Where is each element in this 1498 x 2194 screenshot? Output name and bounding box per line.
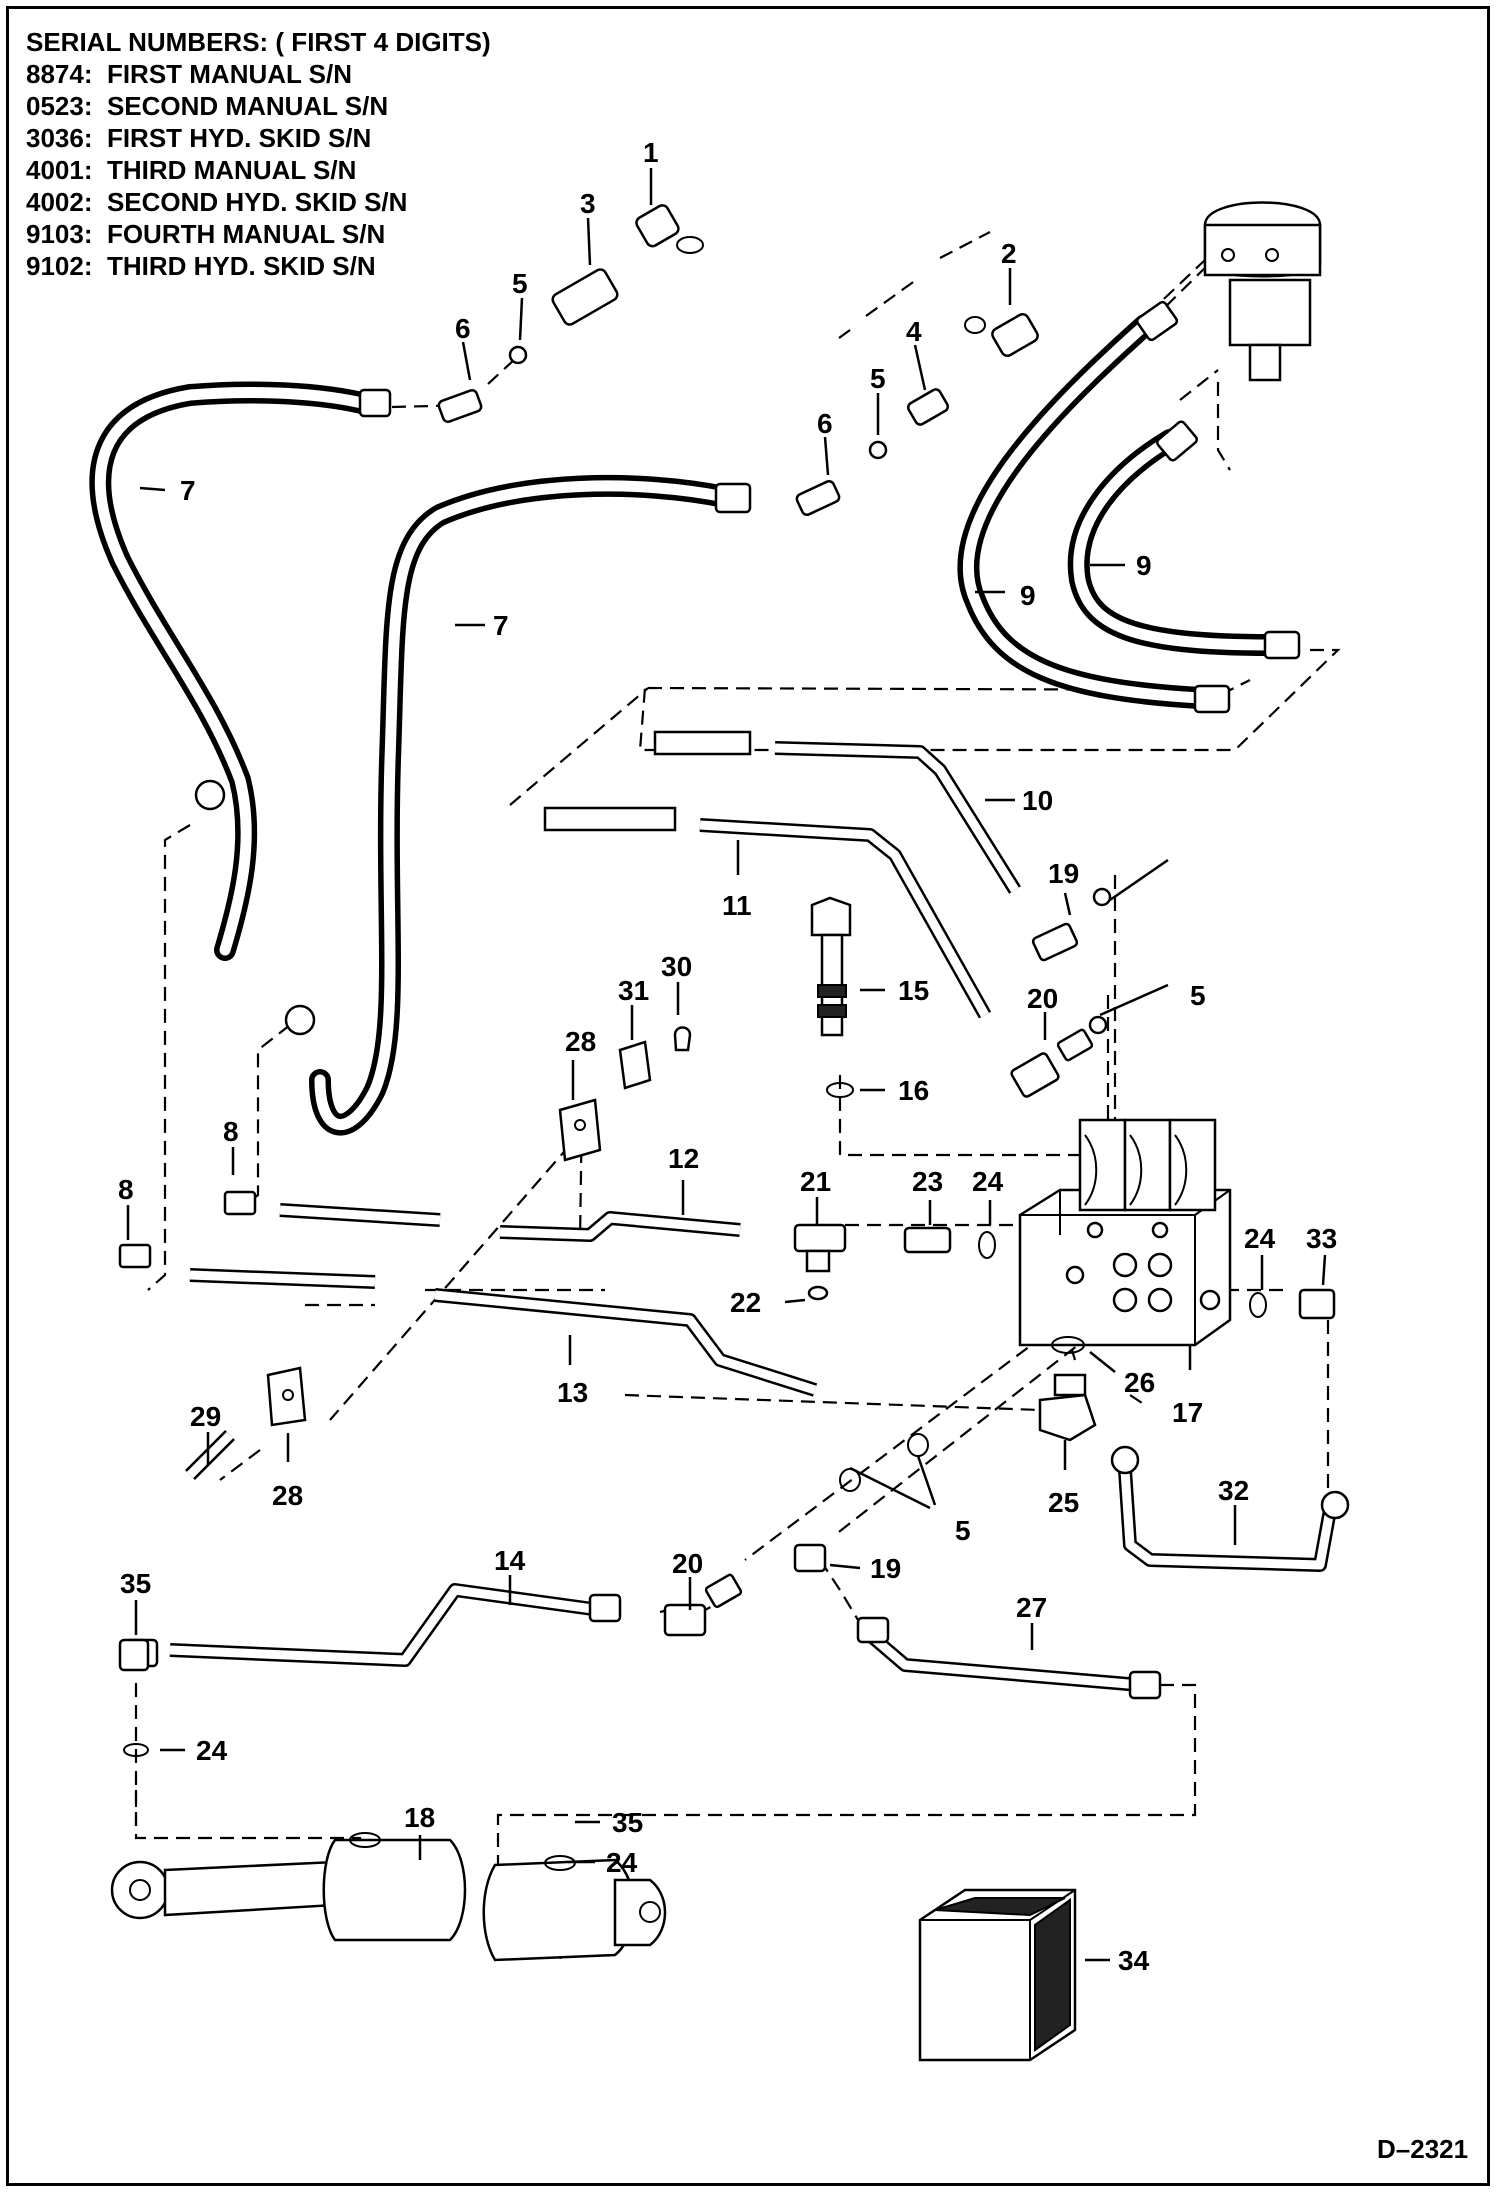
hose-9-inner	[1067, 429, 1281, 656]
callout-14: 14	[494, 1545, 526, 1576]
serial-row: 9102: THIRD HYD. SKID S/N	[26, 251, 376, 281]
valve-block-17	[1018, 1118, 1232, 1347]
callout-28: 28	[272, 1480, 303, 1511]
callout-20: 20	[1027, 983, 1058, 1014]
callout-4: 4	[906, 316, 922, 347]
callout-31: 31	[618, 975, 649, 1006]
callout-12: 12	[668, 1143, 699, 1174]
hose-7-upper	[89, 381, 381, 961]
serial-row: 4001: THIRD MANUAL S/N	[26, 155, 357, 185]
callout-27: 27	[1016, 1592, 1047, 1623]
callout-5: 5	[870, 363, 886, 394]
serial-row: 8874: FIRST MANUAL S/N	[26, 59, 353, 89]
callout-8: 8	[118, 1174, 134, 1205]
callout-9: 9	[1136, 550, 1152, 581]
callout-3: 3	[580, 188, 596, 219]
callout-11: 11	[722, 890, 752, 921]
clamp-parts	[185, 1026, 692, 1480]
tube-10	[653, 730, 1021, 894]
callout-24: 24	[1244, 1223, 1276, 1254]
callout-19: 19	[1048, 858, 1079, 889]
callout-5: 5	[955, 1515, 971, 1546]
callout-24: 24	[606, 1847, 638, 1878]
callout-19: 19	[870, 1553, 901, 1584]
callout-9: 9	[1020, 580, 1036, 611]
callout-17: 17	[1172, 1397, 1203, 1428]
tee-and-adapters	[793, 1223, 1336, 1320]
callout-20: 20	[672, 1548, 703, 1579]
callout-leaders	[126, 168, 1327, 1962]
callout-26: 26	[1124, 1367, 1155, 1398]
callout-35: 35	[612, 1807, 643, 1838]
callout-30: 30	[661, 951, 692, 982]
cylinder-18	[110, 1832, 667, 1962]
callout-18: 18	[404, 1802, 435, 1833]
callout-33: 33	[1306, 1223, 1337, 1254]
callout-15: 15	[898, 975, 929, 1006]
tube-14	[123, 1543, 827, 1668]
callout-numbers: 1 2 3 4 5 5 5 5 6 6 7 7 8 8 9 9 10 11 12…	[118, 137, 1337, 1976]
straight-tubes-8	[118, 1190, 441, 1289]
hose-9-outer	[957, 314, 1211, 709]
tube-11	[543, 806, 992, 1019]
callout-16: 16	[898, 1075, 929, 1106]
callout-28: 28	[565, 1026, 596, 1057]
callout-21: 21	[800, 1166, 831, 1197]
serial-number-legend: SERIAL NUMBERS: ( FIRST 4 DIGITS) 8874: …	[26, 26, 491, 282]
callout-32: 32	[1218, 1475, 1249, 1506]
callout-29: 29	[190, 1401, 221, 1432]
callout-22: 22	[730, 1287, 761, 1318]
diagram-frame	[6, 6, 1490, 2186]
serial-row: 0523: SECOND MANUAL S/N	[26, 91, 389, 121]
callout-34: 34	[1118, 1945, 1150, 1976]
serial-row: 3036: FIRST HYD. SKID S/N	[26, 123, 372, 153]
callout-13: 13	[557, 1377, 588, 1408]
hose-7-lower	[309, 474, 736, 1136]
serial-heading: SERIAL NUMBERS: ( FIRST 4 DIGITS)	[26, 27, 491, 57]
serial-row: 9103: FOURTH MANUAL S/N	[26, 219, 386, 249]
callout-23: 23	[912, 1166, 943, 1197]
callout-7: 7	[180, 475, 196, 506]
callout-25: 25	[1048, 1487, 1079, 1518]
callout-24: 24	[972, 1166, 1004, 1197]
relief-valve-15	[810, 896, 854, 1098]
callout-5: 5	[1190, 980, 1206, 1011]
callout-6: 6	[455, 313, 471, 344]
callout-6: 6	[817, 408, 833, 439]
serial-row: 4002: SECOND HYD. SKID S/N	[26, 187, 408, 217]
o-rings-lower	[839, 1433, 929, 1492]
callout-35: 35	[120, 1568, 151, 1599]
callout-7: 7	[493, 610, 509, 641]
callout-2: 2	[1001, 238, 1017, 269]
hose-fittings	[194, 300, 1301, 1036]
reservoir-assembly	[1203, 201, 1322, 382]
tube-12	[499, 1211, 741, 1242]
quick-coupler-parts	[437, 204, 1039, 517]
callout-1: 1	[643, 137, 659, 168]
callout-8: 8	[223, 1116, 239, 1147]
tube-32	[1110, 1445, 1350, 1572]
electrical-box-34	[918, 1888, 1077, 2062]
callout-24: 24	[196, 1735, 228, 1766]
elbow-25	[1038, 1336, 1097, 1442]
callout-10: 10	[1022, 785, 1053, 816]
callout-5: 5	[512, 268, 528, 299]
tube-27	[856, 1616, 1162, 1700]
tube-13	[434, 1288, 818, 1397]
fittings-19-20-upper	[1010, 887, 1112, 1098]
drawing-reference: D–2321	[1377, 2134, 1468, 2164]
